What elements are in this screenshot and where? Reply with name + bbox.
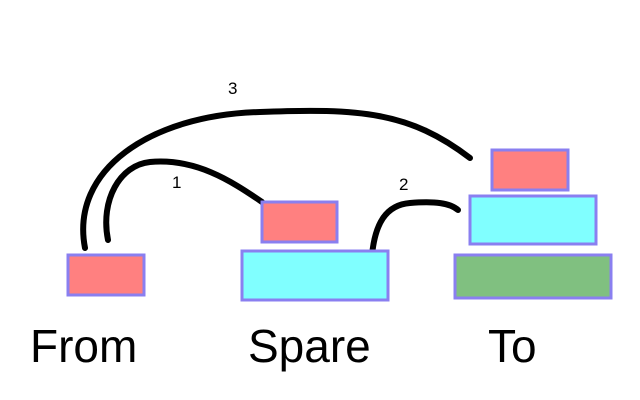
move-arc-2 [369, 199, 461, 258]
move-label-2: 2 [399, 175, 408, 194]
peg-label-to: To [488, 320, 537, 372]
to-large-disk [453, 253, 613, 300]
from-small-disk [66, 253, 146, 297]
to-medium-disk [468, 194, 598, 246]
move-label-1: 1 [172, 173, 181, 192]
peg-label-from: From [30, 320, 137, 372]
move-arc-3 [80, 107, 473, 251]
spare-medium-disk [240, 249, 390, 302]
peg-label-spare: Spare [248, 320, 371, 372]
move-arc-1 [103, 158, 265, 243]
move-label-3: 3 [228, 79, 237, 98]
spare-small-disk [260, 200, 339, 244]
to-small-disk [490, 148, 570, 192]
